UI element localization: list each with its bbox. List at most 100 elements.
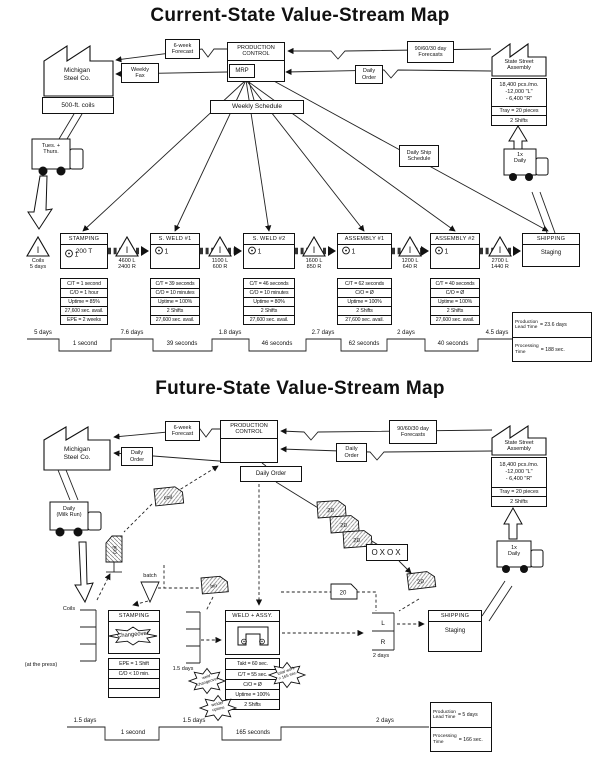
svg-text:20: 20 — [353, 538, 361, 544]
customer-data-box: 18,400 pcs./mo. -12,000 "L" - 6,400 "R" … — [491, 78, 547, 126]
fg-supermarket-days: 2 days — [372, 653, 390, 659]
timeline-days-4: 2.7 days — [311, 330, 335, 336]
inventory-2-label: 1100 L 600 R — [211, 258, 229, 271]
mrp-box: MRP — [229, 64, 255, 78]
timeline-secs-4: 62 seconds — [348, 341, 380, 347]
u-cell-icon — [237, 626, 269, 646]
truck-right-label: 1x Daily — [513, 152, 527, 165]
data-row: C/O = 1 hour — [61, 288, 107, 297]
data-row: C/O < 10 min. — [109, 668, 159, 679]
current-state-title: Current-State Value-Stream Map — [150, 5, 450, 26]
timeline-ladder-current — [27, 338, 517, 352]
svg-text:20: 20 — [417, 579, 425, 586]
data-row — [109, 687, 159, 698]
data-row: 27,600 sec. avail. — [151, 315, 199, 324]
lead-time-value-future: = 5 days — [457, 712, 478, 718]
ship-right-arrow-future — [503, 506, 523, 540]
process-weld1-body: 1 — [151, 245, 199, 268]
timeline-secs-2: 39 seconds — [166, 341, 198, 347]
ship-left-line-b-future — [65, 469, 79, 501]
data-row: C/O = Ø — [431, 288, 479, 297]
timeline-days-2: 7.6 days — [120, 330, 144, 336]
customer-tray: Tray = 20 pieces — [492, 105, 546, 116]
push-arrow-5-head — [513, 246, 521, 256]
svg-text:coil: coil — [164, 495, 173, 502]
timeline-secs-1: 1 second — [72, 341, 98, 347]
ship-left-line-a — [58, 113, 75, 140]
data-row: Uptime = 100% — [338, 297, 391, 306]
inventory-triangle-3: I — [302, 235, 326, 257]
coils-supermarket-icon — [80, 609, 97, 662]
data-row: C/T = 46 seconds — [249, 280, 289, 287]
data-row: 27,600 sec. avail. — [61, 306, 107, 315]
svg-text:R: R — [381, 639, 386, 646]
leveling-kanban-arrow — [398, 560, 412, 574]
coils-label-future: Coils — [62, 606, 76, 612]
customer-shifts-future: 2 Shifts — [492, 496, 546, 506]
process-assembly1-body: 1 — [338, 245, 391, 268]
operator-icon: 1 — [248, 246, 262, 256]
data-row: 27,600 sec. avail. — [431, 315, 479, 324]
truck-left-icon-future — [49, 501, 102, 537]
pc-daily-order-line — [261, 462, 267, 467]
data-row: Uptime = 100% — [431, 297, 479, 306]
process-assembly2-title: ASSEMBLY #2 — [431, 234, 479, 245]
coil-return-line — [96, 573, 111, 601]
svg-text:I: I — [37, 245, 40, 255]
daily-order-mid-box: Daily Order — [240, 466, 302, 482]
forecast-6wk-box: 6-week Forecast — [165, 39, 200, 59]
data-row: C/T = 39 seconds — [155, 280, 195, 287]
bin-supermarket-line — [205, 596, 214, 612]
process-assembly2-body: 1 — [431, 245, 479, 268]
data-row: Takt = 60 sec. — [237, 661, 268, 667]
data-row: 27,600 sec. avail. — [338, 315, 391, 324]
summary-box-current: Production Lead Time= 23.6 days Processi… — [512, 312, 592, 362]
data-row — [109, 678, 159, 688]
process-weld-assy-body — [226, 622, 279, 654]
daily-order-box: Daily Order — [355, 65, 383, 84]
weekly-fax-box: Weekly Fax — [121, 63, 159, 83]
svg-text:bin: bin — [210, 583, 217, 590]
data-row: 2 Shifts — [338, 306, 391, 315]
data-row: Uptime = 80% — [244, 297, 294, 306]
kanban-bin: bin — [200, 575, 229, 595]
operator-icon: 1 — [155, 246, 169, 256]
timeline-future-secs-2: 165 seconds — [235, 730, 271, 736]
ship-right-line-a-future — [481, 580, 506, 617]
svg-text:I: I — [219, 245, 222, 255]
production-control-label-future: PRODUCTION CONTROL — [221, 421, 277, 439]
supplier-name: Michigan Steel Co. — [63, 67, 91, 82]
production-control-box-future: PRODUCTION CONTROL — [220, 420, 278, 463]
truck-left-icon — [31, 138, 84, 176]
customer-name-future: State Street Assembly — [504, 440, 534, 453]
process-weld1: S. WELD #1 1 — [150, 233, 200, 269]
operator-icon: 1 — [342, 246, 356, 256]
kanban-batch-triangle — [140, 581, 160, 604]
svg-text:L: L — [381, 620, 385, 627]
inventory-triangle-coils: I — [26, 235, 50, 257]
forecast-906030-box-future: 90/60/30 day Forecasts — [389, 420, 437, 444]
kanban-coil-post: coil — [105, 535, 123, 563]
customer-data-box-future: 18,400 pcs./mo. -12,000 "L" - 6,400 "R" … — [491, 457, 547, 507]
customer-tray-future: Tray = 20 pieces — [492, 486, 546, 497]
truck-right-label-future: 1x Daily — [507, 545, 521, 558]
data-row: 27,600 sec. avail. — [244, 315, 294, 324]
ship-left-arrow — [27, 175, 54, 230]
process-shipping-body: Staging — [523, 250, 579, 271]
timeline-secs-5: 40 seconds — [437, 341, 469, 347]
push-arrow-3-head — [328, 246, 336, 256]
inventory-4-label: 1200 L 640 R — [401, 258, 419, 271]
truck-left-label: Tues. + Thurs. — [41, 143, 61, 156]
inventory-triangle-4: I — [398, 235, 422, 257]
operator-icon: 1 — [65, 249, 79, 259]
svg-text:20: 20 — [340, 523, 348, 529]
customer-factory-icon — [491, 42, 547, 77]
daily-order-left-box: Daily Order — [121, 447, 153, 466]
lead-time-row-future: Production Lead Time= 5 days — [431, 703, 491, 727]
data-row: C/O = 10 minutes — [244, 288, 294, 297]
